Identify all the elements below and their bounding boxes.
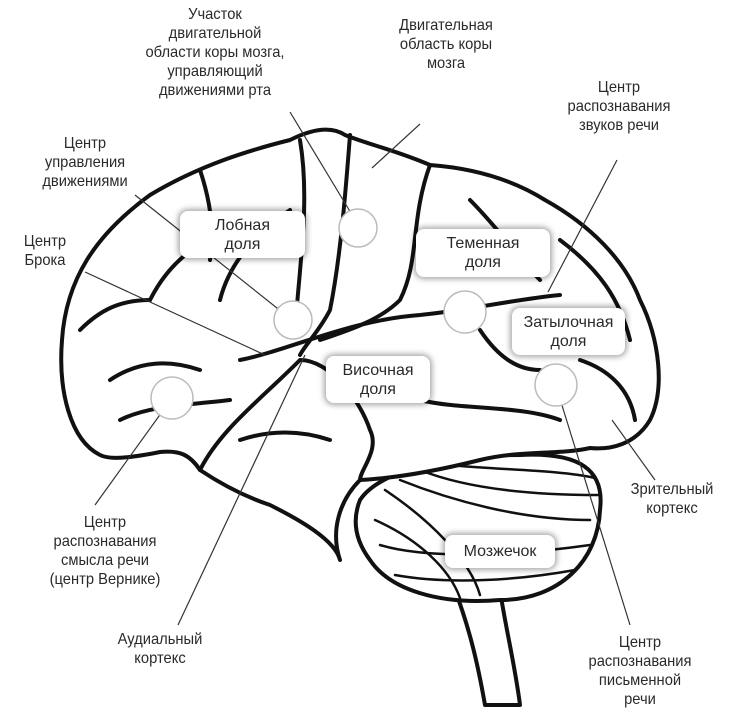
- box-occipital-lobe: Затылочная доля: [512, 308, 625, 355]
- label-line: доля: [465, 254, 501, 271]
- brainstem: [453, 588, 522, 707]
- label-line: область коры: [399, 36, 493, 53]
- label-line: кортекс: [134, 650, 186, 667]
- label-wernicke: Центр распознавания смысла речи (центр В…: [36, 513, 174, 589]
- label-motor-cortex: Двигательная область коры мозга: [382, 16, 511, 73]
- label-line: управляющий: [167, 63, 263, 80]
- label-line: распознавания: [588, 653, 692, 670]
- label-line: речи: [624, 691, 656, 708]
- label-line: доля: [360, 380, 396, 398]
- label-line: Участок: [188, 6, 242, 23]
- label-line: Мозжечок: [463, 543, 537, 560]
- spot-mouth-motor: [338, 208, 378, 248]
- label-line: распознавания: [567, 98, 671, 115]
- label-speech-sound-center: Центр распознавания звуков речи: [555, 78, 684, 135]
- box-temporal-lobe: Височная доля: [326, 356, 430, 403]
- label-line: Центр: [618, 634, 662, 651]
- label-line: Брока: [24, 252, 66, 269]
- label-line: движениями: [42, 173, 128, 190]
- label-auditory-cortex: Аудиальный кортекс: [100, 630, 220, 668]
- spot-wernicke: [150, 376, 194, 420]
- label-line: движениями рта: [158, 82, 272, 99]
- label-line: письменной: [598, 672, 682, 689]
- box-parietal-lobe: Теменная доля: [416, 229, 550, 277]
- label-line: Затылочная: [523, 313, 614, 331]
- box-frontal-lobe: Лобная доля: [180, 211, 305, 258]
- label-line: распознавания: [53, 533, 157, 550]
- label-line: доля: [224, 235, 261, 253]
- label-line: Аудиальный: [117, 631, 203, 648]
- label-line: Центр: [63, 135, 107, 152]
- spot-movement-control: [273, 300, 313, 340]
- label-line: управления: [44, 154, 126, 171]
- label-line: области коры мозга,: [145, 44, 285, 61]
- label-line: Центр: [83, 514, 127, 531]
- label-line: двигательной: [168, 25, 262, 42]
- label-line: мозга: [426, 55, 466, 72]
- label-line: (центр Вернике): [49, 571, 161, 588]
- label-written-speech-center: Центр распознавания письменной речи: [576, 633, 705, 709]
- box-cerebellum: Мозжечок: [445, 535, 555, 568]
- label-broca: Центр Брока: [13, 232, 77, 270]
- spot-speech-sound: [443, 290, 487, 334]
- label-mouth-motor-area: Участок двигательной области коры мозга,…: [141, 5, 288, 100]
- label-line: Центр: [23, 233, 67, 250]
- label-line: Центр: [597, 79, 641, 96]
- label-line: доля: [550, 332, 587, 350]
- label-line: Височная: [342, 361, 414, 379]
- label-line: Теменная: [446, 235, 520, 252]
- spot-written-speech: [534, 363, 578, 407]
- label-line: кортекс: [646, 500, 698, 517]
- label-line: звуков речи: [578, 117, 660, 134]
- label-line: Двигательная: [399, 17, 493, 34]
- label-movement-control-center: Центр управления движениями: [25, 134, 145, 191]
- label-line: смысла речи: [60, 552, 150, 569]
- label-visual-cortex: Зрительный кортекс: [617, 480, 727, 518]
- label-line: Лобная: [215, 216, 270, 234]
- label-line: Зрительный: [630, 481, 714, 498]
